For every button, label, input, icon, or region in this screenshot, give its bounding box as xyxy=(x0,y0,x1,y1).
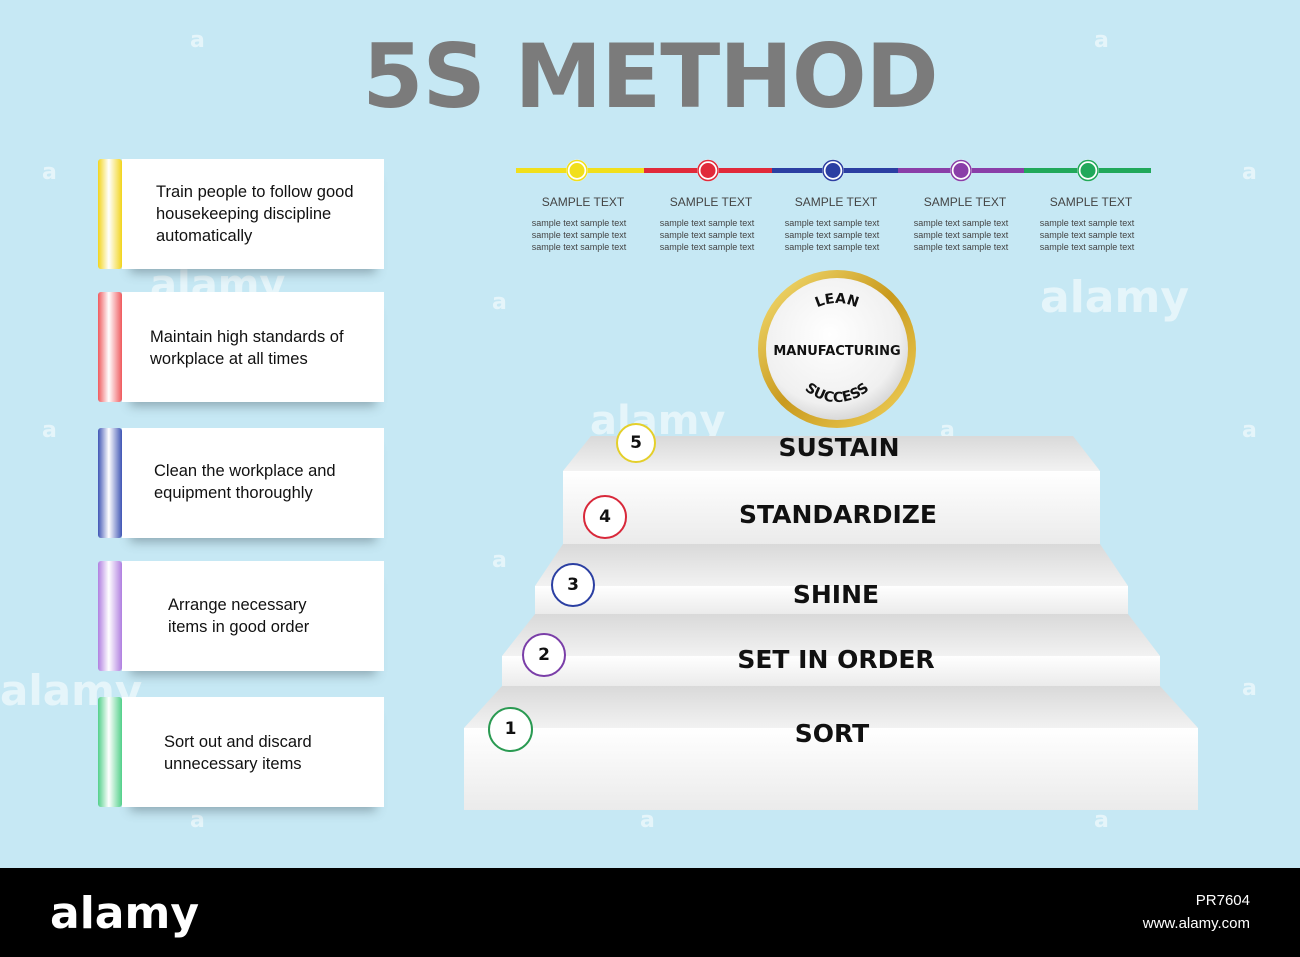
step-badge: 3 xyxy=(551,563,595,607)
subtext-line: sample text sample text xyxy=(784,218,880,228)
timeline-subtext: sample text sample text sample text samp… xyxy=(642,217,772,253)
timeline-dot xyxy=(697,159,719,182)
step-label-set-in-order: SET IN ORDER xyxy=(737,645,935,674)
medal-middle-text: MANUFACTURING xyxy=(773,344,900,359)
timeline-label: SAMPLE TEXT xyxy=(1049,195,1133,209)
card-set-in-order: Arrange necessary items in good order xyxy=(98,561,384,671)
watermark-mark: a xyxy=(42,160,57,185)
timeline-subtext: sample text sample text sample text samp… xyxy=(1022,217,1152,253)
footer-url: www.alamy.com xyxy=(1142,915,1250,932)
subtext-line: sample text sample text xyxy=(659,230,755,240)
timeline-label: SAMPLE TEXT xyxy=(794,195,878,209)
timeline-label: SAMPLE TEXT xyxy=(923,195,1007,209)
stair-riser xyxy=(502,656,1160,686)
subtext-line: sample text sample text xyxy=(784,230,880,240)
medal-top-text: LEAN xyxy=(813,291,861,311)
subtext-line: sample text sample text xyxy=(913,242,1009,252)
step-badge: 1 xyxy=(488,707,533,752)
stair-tread xyxy=(502,614,1160,656)
watermark-mark: a xyxy=(1094,28,1109,53)
card-sort: Sort out and discard unnecessary items xyxy=(98,697,384,807)
step-badge: 5 xyxy=(616,423,656,463)
timeline-subtext: sample text sample text sample text samp… xyxy=(514,217,644,253)
watermark-mark: a xyxy=(1242,418,1257,443)
card-tab xyxy=(98,292,122,402)
page-title: 5S METHOD xyxy=(362,25,938,128)
card-text: Arrange necessary items in good order xyxy=(168,596,310,636)
card-shine: Clean the workplace and equipment thorou… xyxy=(98,428,384,538)
step-label-sustain: SUSTAIN xyxy=(778,433,900,462)
stair-tread xyxy=(535,544,1128,586)
stair-riser xyxy=(563,471,1100,544)
card-text: Clean the workplace and equipment thorou… xyxy=(154,462,336,502)
stair-riser xyxy=(535,586,1128,614)
watermark-mark: a xyxy=(190,808,205,833)
subtext-line: sample text sample text xyxy=(1039,230,1135,240)
footer-bar: alamy PR7604 www.alamy.com xyxy=(0,868,1300,957)
subtext-line: sample text sample text xyxy=(913,230,1009,240)
timeline-dot xyxy=(950,159,972,182)
subtext-line: sample text sample text xyxy=(531,230,627,240)
card-tab xyxy=(98,159,122,269)
timeline-dot xyxy=(1077,159,1099,182)
card-text: Sort out and discard unnecessary items xyxy=(164,733,312,773)
card-sustain: Train people to follow good housekeeping… xyxy=(98,159,384,269)
timeline-dot xyxy=(566,159,588,182)
timeline-subtext: sample text sample text sample text samp… xyxy=(896,217,1026,253)
subtext-line: sample text sample text xyxy=(784,242,880,252)
stair-tread xyxy=(464,686,1198,728)
stair-riser xyxy=(464,728,1198,810)
staircase xyxy=(464,436,1198,810)
watermark: alamy xyxy=(1040,272,1189,323)
card-standardize: Maintain high standards of workplace at … xyxy=(98,292,384,402)
timeline xyxy=(516,159,1151,182)
card-text: Train people to follow good housekeeping… xyxy=(156,183,354,245)
step-label-standardize: STANDARDIZE xyxy=(739,500,937,529)
subtext-line: sample text sample text xyxy=(531,242,627,252)
watermark-mark: a xyxy=(492,290,507,315)
subtext-line: sample text sample text xyxy=(913,218,1009,228)
watermark-mark: a xyxy=(42,418,57,443)
timeline-label: SAMPLE TEXT xyxy=(541,195,625,209)
subtext-line: sample text sample text xyxy=(1039,218,1135,228)
image-id: PR7604 xyxy=(1195,892,1250,909)
timeline-label: SAMPLE TEXT xyxy=(669,195,753,209)
subtext-line: sample text sample text xyxy=(531,218,627,228)
footer-logo: alamy xyxy=(50,888,199,939)
card-text: Maintain high standards of workplace at … xyxy=(150,328,344,368)
stair-tread xyxy=(563,436,1100,471)
watermark-mark: a xyxy=(1242,160,1257,185)
timeline-dot xyxy=(822,159,844,182)
watermark-mark: a xyxy=(1242,676,1257,701)
step-label-shine: SHINE xyxy=(792,580,880,609)
subtext-line: sample text sample text xyxy=(659,218,755,228)
timeline-subtext: sample text sample text sample text samp… xyxy=(767,217,897,253)
subtext-line: sample text sample text xyxy=(659,242,755,252)
watermark-mark: a xyxy=(640,808,655,833)
watermark-mark: a xyxy=(190,28,205,53)
card-tab xyxy=(98,428,122,538)
step-badge: 2 xyxy=(522,633,566,677)
watermark-mark: a xyxy=(1094,808,1109,833)
card-tab xyxy=(98,697,122,807)
card-tab xyxy=(98,561,122,671)
watermark-mark: a xyxy=(492,548,507,573)
subtext-line: sample text sample text xyxy=(1039,242,1135,252)
medal: LEAN MANUFACTURING SUCCESS xyxy=(758,270,916,428)
step-badge: 4 xyxy=(583,495,627,539)
step-label-sort: SORT xyxy=(794,719,870,748)
